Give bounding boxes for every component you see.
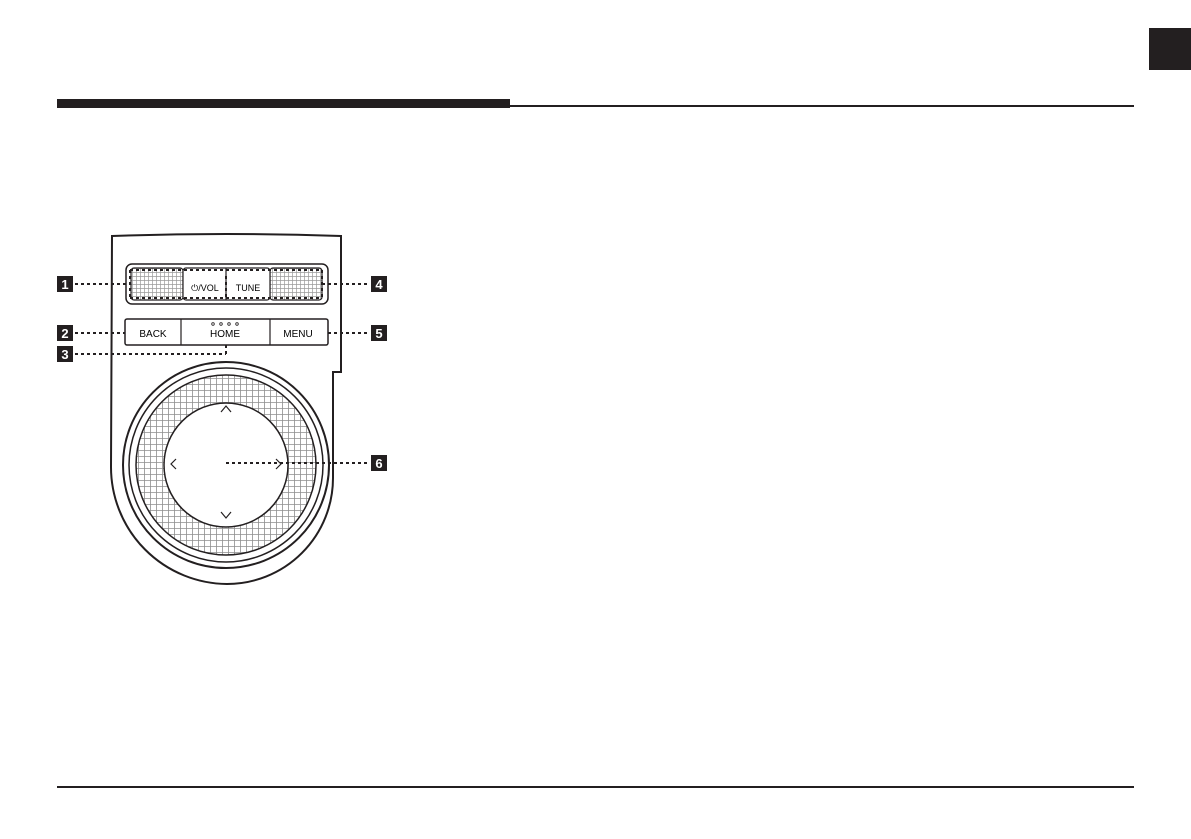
jog-dial[interactable] xyxy=(123,362,329,568)
vol-knob-label[interactable]: ⏻/VOL xyxy=(191,283,219,293)
back-button[interactable]: BACK xyxy=(139,329,167,340)
right-grip-texture xyxy=(270,268,322,300)
callout-badge-2: 2 xyxy=(57,325,73,341)
callout-number: 2 xyxy=(61,326,68,341)
menu-button-label[interactable]: MENU xyxy=(283,329,312,340)
tune-knob-label[interactable]: TUNE xyxy=(236,283,261,293)
callout-badge-1: 1 xyxy=(57,276,73,292)
menu-button[interactable]: MENU xyxy=(283,329,312,340)
callout-number: 1 xyxy=(61,277,68,292)
callout-badge-6: 6 xyxy=(371,455,387,471)
home-button-label[interactable]: HOME xyxy=(210,329,240,340)
callout-number: 5 xyxy=(375,326,382,341)
callout-number: 6 xyxy=(375,456,382,471)
left-grip-texture xyxy=(131,268,183,300)
callout-badge-5: 5 xyxy=(371,325,387,341)
callout-badge-4: 4 xyxy=(371,276,387,292)
back-button-label[interactable]: BACK xyxy=(139,329,167,340)
dial-center[interactable] xyxy=(164,403,288,527)
callout-badge-3: 3 xyxy=(57,346,73,362)
callout-number: 3 xyxy=(61,347,68,362)
callout-number: 4 xyxy=(375,277,383,292)
button-row: BACK HOME MENU xyxy=(125,319,328,345)
